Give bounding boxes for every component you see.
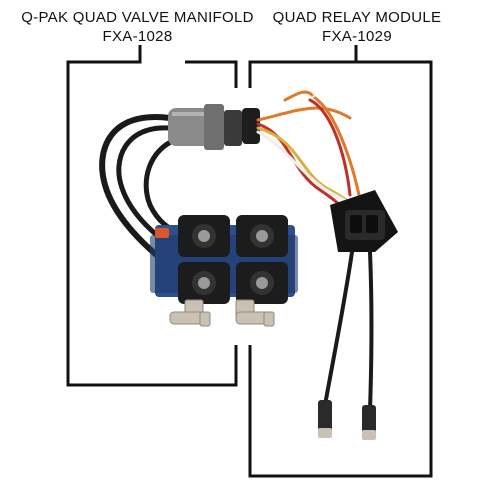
relay-cable-ends	[318, 400, 376, 440]
relay-module	[330, 190, 398, 252]
right-bracket	[248, 45, 433, 478]
manifold-fittings	[169, 299, 275, 327]
relay-part-number: FXA-1029	[322, 28, 392, 45]
relay-label: QUAD RELAY MODULE FXA-1029	[272, 8, 442, 46]
manifold-part-number: FXA-1028	[102, 28, 173, 45]
manifold-label: Q-PAK QUAD VALVE MANIFOLD FXA-1028	[20, 8, 255, 46]
relay-wires	[256, 90, 367, 214]
relay-title: QUAD RELAY MODULE	[272, 9, 442, 26]
relay-output-cables	[323, 250, 374, 412]
circular-connector	[168, 104, 260, 150]
manifold-title: Q-PAK QUAD VALVE MANIFOLD	[21, 9, 254, 26]
valve-manifold	[150, 215, 298, 304]
left-bracket	[66, 45, 238, 387]
